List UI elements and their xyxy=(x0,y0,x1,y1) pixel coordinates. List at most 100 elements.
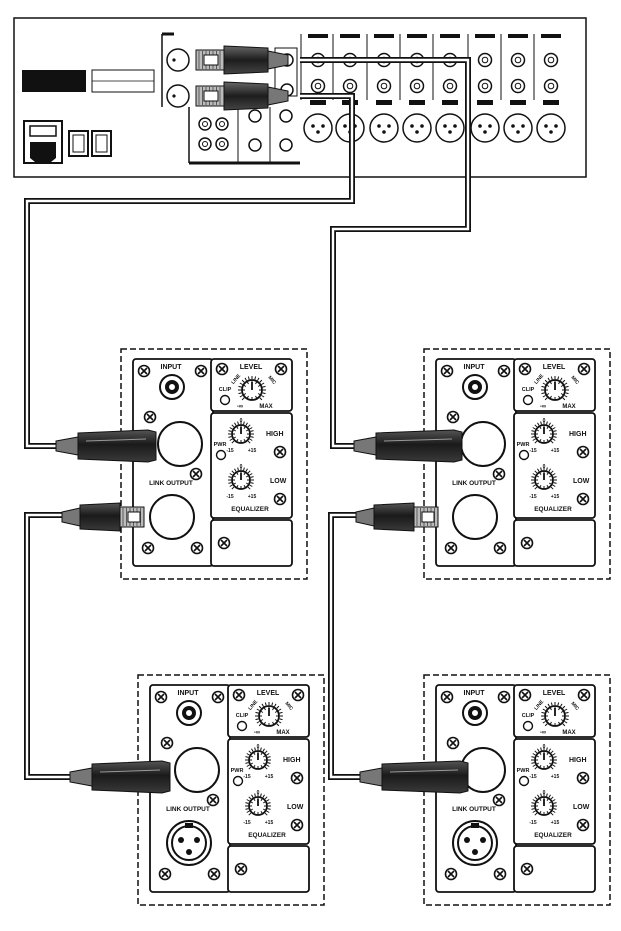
power-inlet-icon xyxy=(23,120,63,164)
high-min-label: -15 xyxy=(529,448,536,454)
knob-grip xyxy=(535,801,540,804)
screw-cross xyxy=(500,693,508,701)
plug-body xyxy=(91,760,171,794)
knob-grip xyxy=(535,762,540,765)
knob-grip xyxy=(245,429,250,432)
xlr-pin xyxy=(311,124,315,128)
knob-tick xyxy=(547,703,550,707)
knob-tick xyxy=(546,747,548,751)
link-output-socket xyxy=(452,494,498,540)
channel-number-bar xyxy=(409,100,425,105)
knob-tick xyxy=(259,397,263,401)
knob-grip xyxy=(546,797,549,802)
xlr-pin xyxy=(453,124,457,128)
xlr-input-socket xyxy=(157,421,203,467)
knob-tick xyxy=(254,747,256,751)
knob-tick xyxy=(256,708,260,711)
knob-tick xyxy=(552,438,556,441)
screw-cross xyxy=(580,691,588,699)
knob-tick xyxy=(247,440,251,444)
plug-latch xyxy=(203,90,219,102)
mic-label: MIC xyxy=(284,701,295,712)
knob-grip xyxy=(262,762,267,765)
knob-grip xyxy=(245,482,250,485)
pwr-label: PWR xyxy=(214,442,227,448)
knob-tick xyxy=(248,750,252,754)
knob-tick xyxy=(231,470,235,474)
knob-grip xyxy=(245,475,250,478)
screw-cross xyxy=(157,693,165,701)
knob-tick xyxy=(254,793,256,797)
plug-boot xyxy=(69,767,93,787)
clip-label: CLIP xyxy=(522,713,535,719)
plug-boot xyxy=(355,507,375,527)
knob-grip xyxy=(232,429,237,432)
plug-boot xyxy=(267,86,289,106)
knob-grip xyxy=(548,801,553,804)
knob-tick xyxy=(534,812,538,816)
blank-module xyxy=(513,845,596,893)
knob-grip xyxy=(535,429,540,432)
knob-tick xyxy=(553,482,557,484)
knob-grip xyxy=(549,707,552,711)
plug-highlight xyxy=(85,438,147,442)
knob-tick xyxy=(552,753,556,756)
screw-cross xyxy=(447,544,455,552)
knob-tick xyxy=(237,467,239,471)
knob-grip xyxy=(560,719,564,722)
knob-grip xyxy=(246,381,249,385)
knob-tick xyxy=(249,427,253,430)
knob-grip xyxy=(548,475,553,478)
xlr-pin xyxy=(480,837,486,843)
blank-module xyxy=(513,519,596,567)
input-jack-core xyxy=(471,383,479,391)
knob-tick xyxy=(550,750,554,754)
knob-grip xyxy=(253,764,256,769)
knob-tick xyxy=(229,427,233,430)
line-in-jack-core xyxy=(446,82,454,90)
screw-cross xyxy=(163,739,171,747)
channel-label-bar xyxy=(508,34,528,38)
clip-led xyxy=(236,720,248,732)
power-led xyxy=(232,775,244,787)
knob-tick xyxy=(229,473,233,476)
knob-tick xyxy=(244,377,247,381)
xlr-pin xyxy=(343,124,347,128)
link-output-label: LINK OUTPUT xyxy=(452,806,496,813)
line-in-jack-core xyxy=(380,82,388,90)
link-output-key xyxy=(471,823,479,828)
knob-tick xyxy=(552,427,556,430)
blank-module xyxy=(210,519,293,567)
knob-tick xyxy=(255,711,259,714)
knob-tick xyxy=(229,438,233,441)
xlr-pin xyxy=(410,124,414,128)
xlr-pin xyxy=(443,124,447,128)
plug-body xyxy=(373,502,415,532)
knob-tick xyxy=(261,703,264,707)
knob-grip xyxy=(272,721,275,725)
knob-grip xyxy=(249,801,254,804)
knob-grip xyxy=(548,482,553,485)
knob-tick xyxy=(249,438,253,441)
knob-grip xyxy=(243,425,246,430)
knob-tick xyxy=(261,395,265,398)
channel-number-bar xyxy=(442,100,458,105)
screw-cross xyxy=(294,691,302,699)
low-label: LOW xyxy=(573,478,590,485)
xlr-pin xyxy=(521,124,525,128)
low-max-label: +15 xyxy=(265,820,274,826)
high-min-label: -15 xyxy=(226,448,233,454)
knob-tick xyxy=(557,376,560,380)
knob-tick xyxy=(266,799,270,802)
screw-cross xyxy=(579,448,587,456)
plug-latch xyxy=(127,511,141,523)
knob-grip xyxy=(272,707,275,711)
xlr-pin xyxy=(415,130,419,134)
cable-outline xyxy=(24,512,72,780)
knob-tick xyxy=(532,799,536,802)
knob-tick xyxy=(260,793,262,797)
screw-cross xyxy=(443,693,451,701)
screw-cross xyxy=(521,365,529,373)
low-max-label: +15 xyxy=(551,820,560,826)
knob-tick xyxy=(278,708,282,711)
